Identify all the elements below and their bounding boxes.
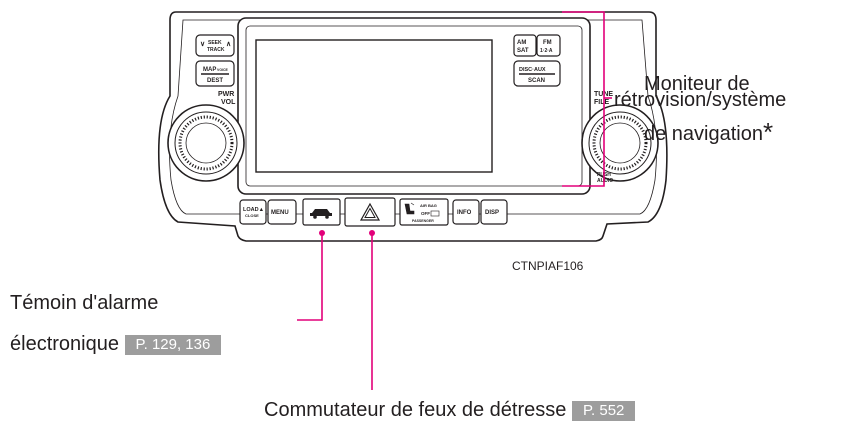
hazard-button[interactable] <box>344 197 396 227</box>
tune-knob[interactable] <box>581 104 659 182</box>
hazard-triangle-icon <box>359 202 381 221</box>
hazard-page-ref: P. 552 <box>571 400 636 421</box>
seek-track-button[interactable]: ∨ SEEK TRACK ∧ <box>195 34 235 57</box>
svg-text:∧: ∧ <box>226 41 231 48</box>
hazard-callout: Commutateur de feux de détresse P. 552 <box>264 398 636 422</box>
svg-text:DISP: DISP <box>485 210 499 216</box>
svg-text:SEEK: SEEK <box>208 40 222 46</box>
hazard-leader-dot <box>369 230 375 236</box>
svg-text:MAP: MAP <box>203 67 216 73</box>
svg-text:CLOSE: CLOSE <box>245 213 259 218</box>
car-icon <box>310 209 332 216</box>
alarm-page-ref: P. 129, 136 <box>124 334 222 355</box>
image-code: CTNPIAF106 <box>512 259 584 273</box>
leader-lines <box>297 11 612 390</box>
monitor-callout-line2: rétrovision/système <box>614 89 787 111</box>
info-button[interactable]: INFO <box>452 199 480 225</box>
alarm-callout-line1: Témoin d'alarme <box>10 292 159 314</box>
volume-knob[interactable] <box>167 104 245 182</box>
monitor-leader-line <box>562 11 605 187</box>
alarm-leader-dot <box>319 230 325 236</box>
security-indicator-button[interactable] <box>302 198 341 226</box>
svg-text:PASSENGER: PASSENGER <box>412 219 434 223</box>
svg-text:INFO: INFO <box>457 210 472 216</box>
vol-label: VOL <box>221 99 236 106</box>
monitor-callout-line1: Moniteur de <box>644 73 750 95</box>
svg-text:DEST: DEST <box>207 78 223 84</box>
monitor-callout-line3: de navigation* <box>644 117 774 147</box>
svg-text:LOAD▲: LOAD▲ <box>243 207 264 213</box>
alarm-leader-line <box>297 235 323 321</box>
fm-button[interactable]: FM 1·2·A <box>536 34 561 57</box>
svg-text:VOICE: VOICE <box>217 68 229 72</box>
file-label: FILE <box>594 99 609 106</box>
svg-text:AIR BAG: AIR BAG <box>420 203 437 208</box>
map-dest-button[interactable]: MAP VOICE DEST <box>195 60 235 87</box>
svg-text:SAT: SAT <box>517 48 529 54</box>
svg-text:DISC·AUX: DISC·AUX <box>519 67 546 73</box>
airbag-indicator: AIR BAG OFF PASSENGER <box>399 198 449 226</box>
svg-text:OFF: OFF <box>421 211 430 216</box>
svg-text:1·2·A: 1·2·A <box>540 48 553 54</box>
disc-aux-scan-button[interactable]: DISC·AUX SCAN <box>513 60 561 87</box>
load-close-button[interactable]: LOAD▲ CLOSE <box>239 199 267 225</box>
asterisk-mark: * <box>762 117 774 147</box>
svg-text:FM: FM <box>543 40 552 46</box>
pwr-label: PWR <box>218 91 234 98</box>
svg-text:MENU: MENU <box>271 210 289 216</box>
svg-text:∨: ∨ <box>200 41 205 48</box>
disp-button[interactable]: DISP <box>480 199 508 225</box>
audio-label: AUDIO <box>597 178 613 184</box>
am-sat-button[interactable]: AM SAT <box>513 34 537 57</box>
svg-text:TRACK: TRACK <box>207 47 225 53</box>
svg-text:SCAN: SCAN <box>528 78 545 84</box>
menu-button[interactable]: MENU <box>267 199 297 225</box>
alarm-callout-line2: électronique P. 129, 136 <box>10 332 222 356</box>
svg-text:AM: AM <box>517 40 526 46</box>
passenger-airbag-icon <box>404 202 415 215</box>
